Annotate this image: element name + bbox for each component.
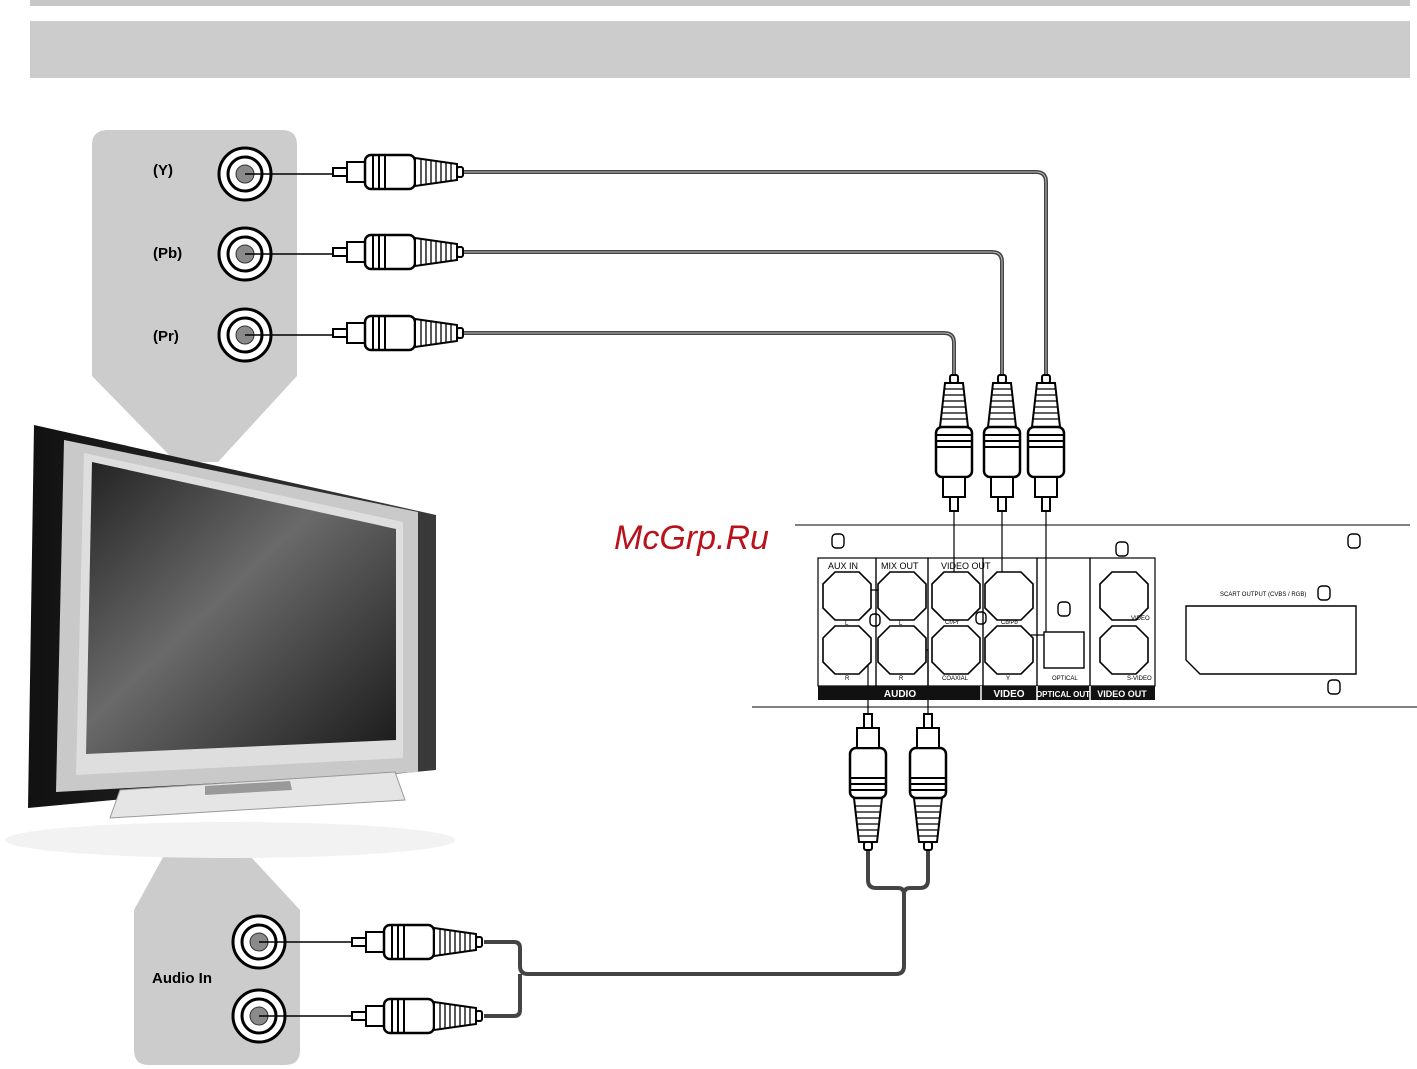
- band-video: VIDEO: [993, 689, 1024, 700]
- band-audio: AUDIO: [884, 689, 916, 700]
- label-s-video: S-VIDEO: [1127, 676, 1152, 682]
- label-aux-r: R: [845, 676, 850, 682]
- band-optical-out: OPTICAL OUT: [1036, 690, 1090, 699]
- plug-audio-l-dvd: [850, 714, 886, 850]
- plug-pr-dvd: [936, 375, 972, 511]
- label-y: (Y): [153, 162, 173, 179]
- label-coaxial: COAXIAL: [942, 676, 969, 682]
- component-cables: [460, 172, 1046, 376]
- plug-audio-r-tv: [352, 999, 482, 1033]
- label-scart: SCART OUTPUT (CVBS / RGB): [1220, 592, 1306, 598]
- plug-y-tv: [333, 155, 463, 189]
- band-video-out: VIDEO OUT: [1097, 689, 1147, 699]
- label-y-jack: Y: [1006, 676, 1010, 682]
- label-pr: (Pr): [153, 328, 179, 345]
- label-video-jack: VIDEO: [1131, 616, 1150, 622]
- label-mix-out: MIX OUT: [881, 561, 919, 571]
- plug-audio-l-tv: [352, 925, 482, 959]
- plug-pb-dvd: [984, 375, 1020, 511]
- label-cb-pb: Cb/Pb: [1001, 620, 1018, 626]
- watermark: McGrp.Ru: [614, 519, 769, 557]
- label-optical: OPTICAL: [1052, 676, 1078, 682]
- plug-pr-tv: [333, 316, 463, 350]
- label-video-out-top: VIDEO OUT: [941, 561, 991, 571]
- audio-cables: [484, 848, 928, 1016]
- plug-audio-r-dvd: [910, 714, 946, 850]
- label-pb: (Pb): [153, 245, 182, 262]
- dvd-rear-panel: [752, 510, 1417, 714]
- label-mix-r: R: [899, 676, 904, 682]
- plug-pb-tv: [333, 235, 463, 269]
- label-audio-in: Audio In: [152, 970, 212, 987]
- label-aux-in: AUX IN: [828, 561, 858, 571]
- label-cr-pr: Cr/Pr: [945, 620, 959, 626]
- plug-y-dvd: [1028, 375, 1064, 511]
- tv-illustration: [5, 425, 455, 858]
